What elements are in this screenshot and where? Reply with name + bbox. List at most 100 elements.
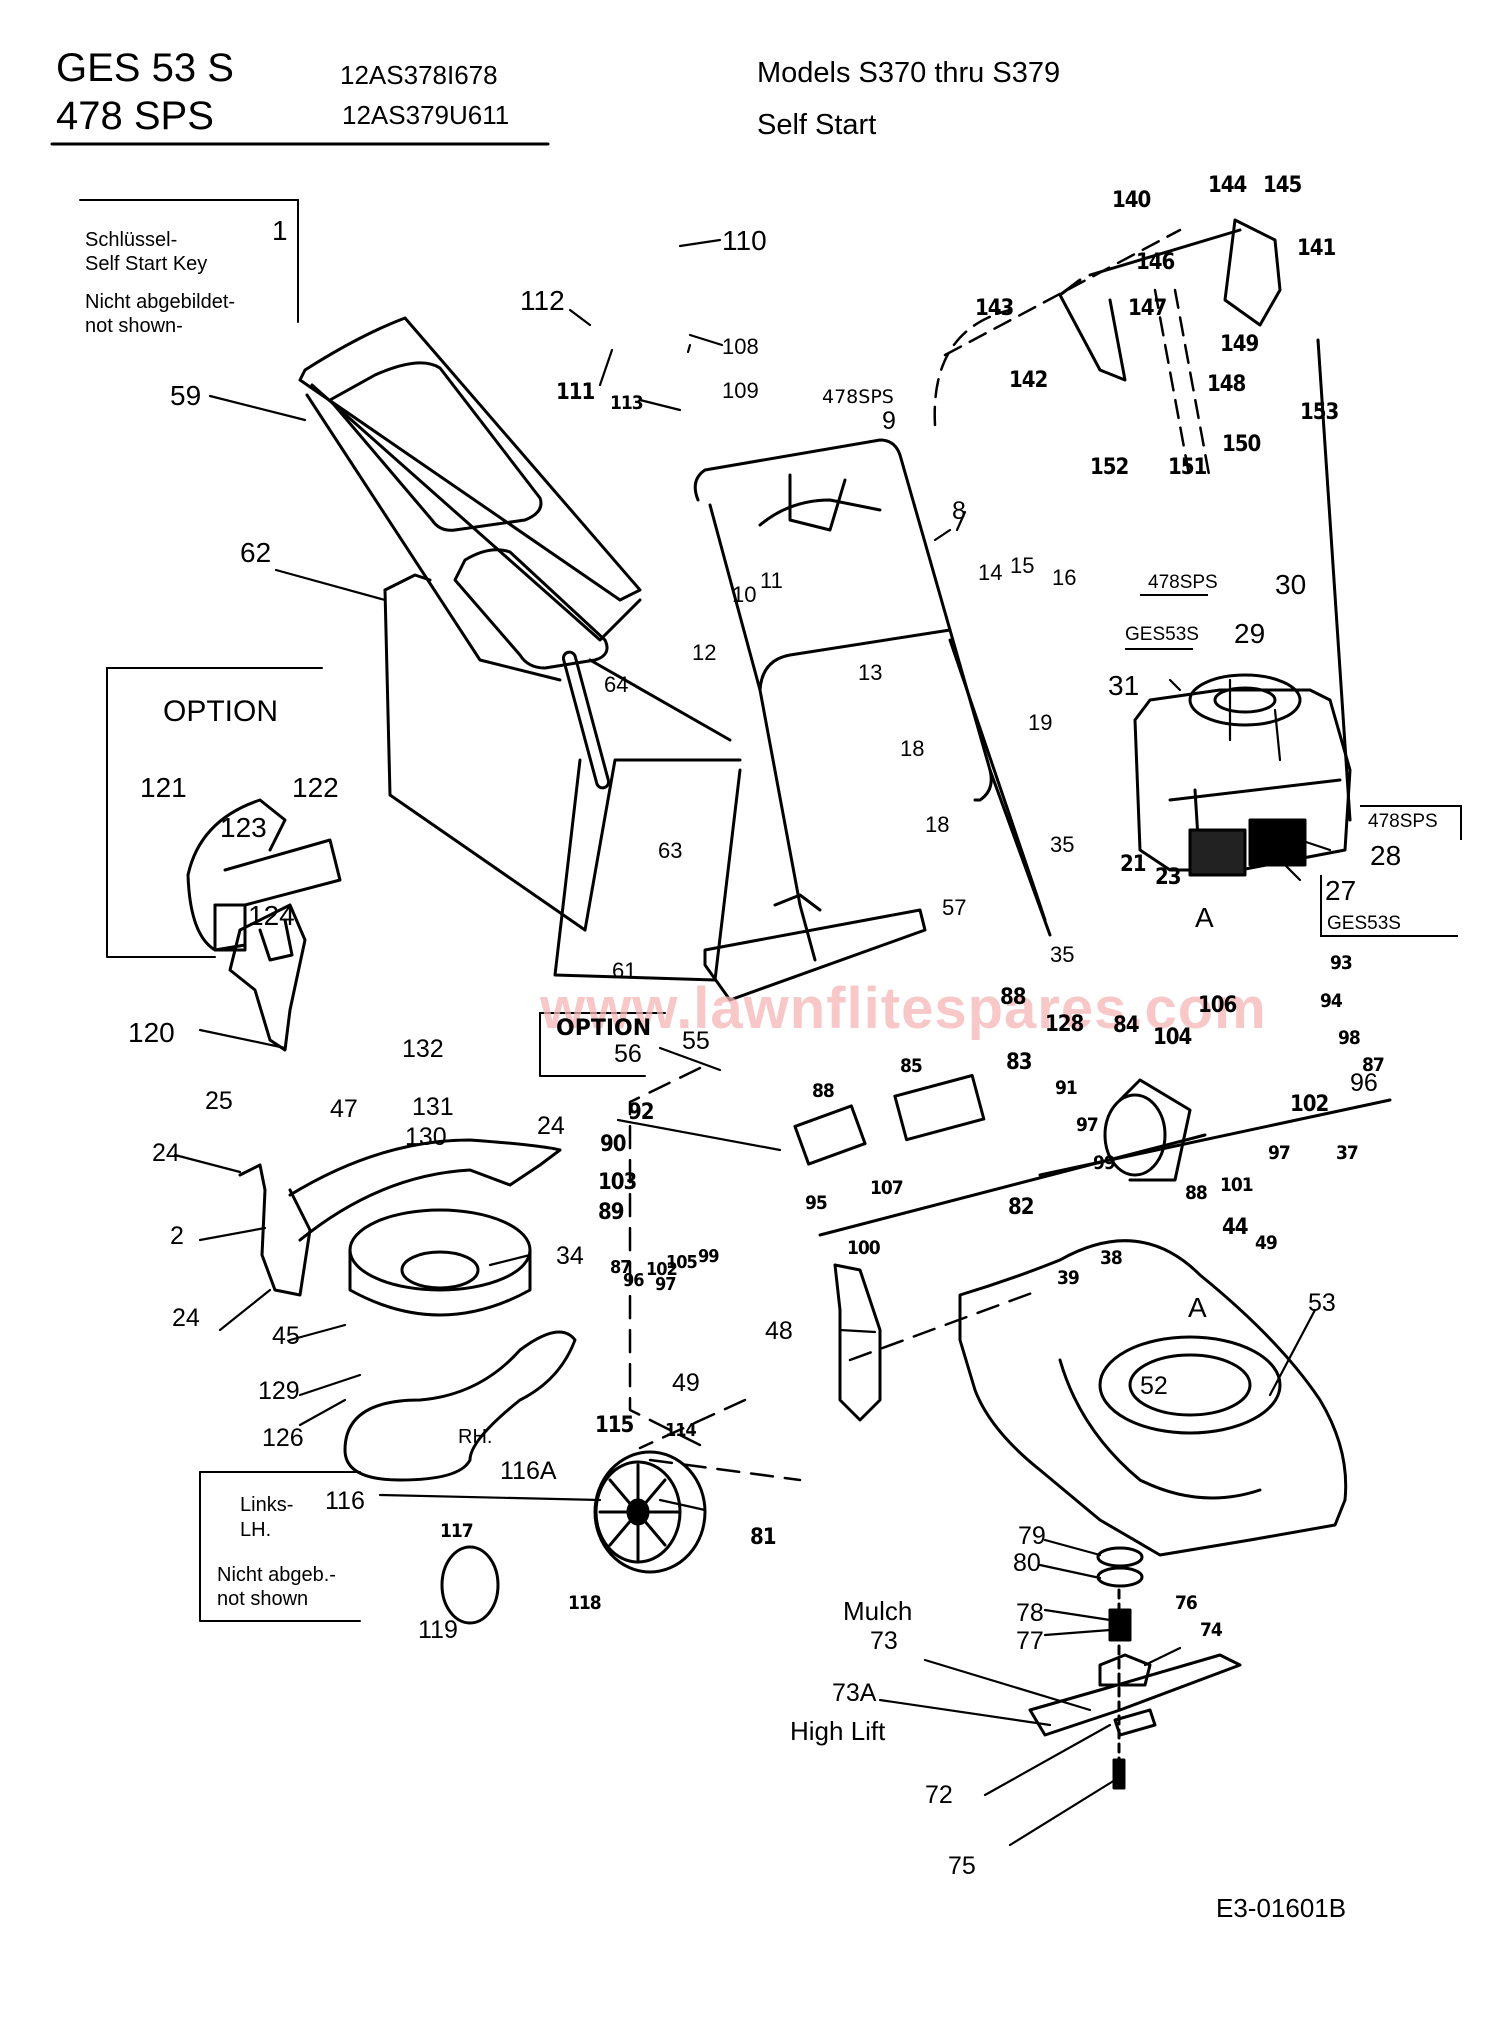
callout-140: 140 (1112, 188, 1151, 213)
callout-10: 10 (732, 582, 757, 607)
callout-150: 150 (1222, 432, 1261, 457)
callout-14: 14 (978, 560, 1003, 585)
callout-72: 72 (925, 1781, 953, 1809)
callout-128: 128 (1045, 1012, 1084, 1037)
key-note-line3: Nicht abgebildet- (85, 291, 236, 313)
variant-bracket-left (1320, 875, 1322, 937)
callout-28: 28 (1370, 840, 1402, 871)
callout-96b: 96 (623, 1270, 645, 1291)
callout-21: 21 (1120, 852, 1147, 877)
grass-bag-lid (298, 316, 642, 682)
callout-102b: 102 (646, 1259, 678, 1280)
callout-35a: 35 (1050, 832, 1075, 857)
option-label-center: OPTION (556, 1016, 652, 1041)
callout-1: 1 (272, 215, 288, 246)
drive-shaft (793, 1073, 1392, 1237)
callout-84: 84 (1113, 1013, 1140, 1038)
callout-63: 63 (658, 838, 683, 863)
variant-bracket-side (1460, 805, 1462, 840)
callout-94: 94 (1320, 990, 1343, 1012)
control-lever-142 (1058, 278, 1127, 382)
callout-73a: 73A (832, 1679, 877, 1707)
callout-132: 132 (402, 1035, 444, 1063)
callout-79: 79 (1018, 1522, 1046, 1550)
key-note-line1: Schlüssel- (85, 229, 178, 251)
callout-129: 129 (258, 1377, 300, 1405)
watermark: www.lawnflitespares.com (540, 976, 1267, 1041)
callout-142: 142 (1009, 368, 1048, 393)
models-range: Models S370 thru S379 (757, 57, 1061, 89)
callout-59: 59 (170, 380, 202, 411)
variant-bracket-top (1360, 805, 1460, 807)
variant-underline-1 (1140, 594, 1208, 596)
callout-99a: 99 (1093, 1152, 1116, 1174)
callout-15: 15 (1010, 553, 1035, 578)
mower-deck-53 (958, 1239, 1348, 1557)
option-box-center (539, 1012, 666, 1077)
callout-148: 148 (1207, 372, 1246, 397)
callout-57: 57 (942, 895, 967, 920)
callout-56: 56 (614, 1040, 642, 1068)
height-adjuster-48 (833, 1263, 882, 1422)
callout-99b: 99 (698, 1246, 720, 1267)
callout-97a: 97 (1268, 1142, 1291, 1164)
callout-81: 81 (750, 1525, 777, 1550)
callout-61: 61 (612, 958, 637, 983)
rear-shield-34 (348, 1208, 532, 1317)
part-number-2: 12AS379U611 (342, 100, 510, 130)
callout-114: 114 (665, 1420, 697, 1441)
grass-bag-body (383, 573, 742, 982)
wheel-note-line4: not shown (217, 1588, 309, 1610)
rear-wheel-81 (593, 1450, 707, 1574)
callout-16: 16 (1052, 565, 1077, 590)
option-box-left (106, 667, 323, 958)
callout-126: 126 (262, 1424, 304, 1452)
callout-95: 95 (805, 1192, 828, 1214)
callout-24a: 24 (152, 1139, 180, 1167)
callout-98: 98 (1338, 1027, 1361, 1049)
callout-152: 152 (1090, 455, 1129, 480)
side-discharge-121 (186, 798, 342, 952)
callout-62: 62 (240, 537, 272, 568)
callout-77: 77 (1016, 1627, 1044, 1655)
callout-101: 101 (1220, 1174, 1254, 1196)
callout-18a: 18 (900, 736, 925, 761)
callout-143: 143 (975, 296, 1014, 321)
blade-mulch-label: Mulch (843, 1596, 913, 1626)
callout-24c: 24 (172, 1304, 200, 1332)
callout-49b: 49 (672, 1369, 700, 1397)
ref-a-engine: A (1195, 902, 1214, 933)
callout-149: 149 (1220, 332, 1259, 357)
callout-92: 92 (628, 1100, 655, 1125)
variant-ges53s-right: GES53S (1327, 913, 1401, 934)
callout-12: 12 (692, 640, 717, 665)
callout-44: 44 (1222, 1215, 1249, 1240)
callout-124: 124 (248, 900, 295, 931)
callout-87b: 87 (610, 1257, 632, 1278)
wheel-note-line3: Nicht abgeb.- (217, 1564, 336, 1586)
callout-88c: 88 (1185, 1182, 1208, 1204)
callout-106: 106 (1198, 993, 1237, 1018)
callout-24b: 24 (537, 1112, 565, 1140)
hubcap-119 (440, 1545, 500, 1625)
callout-90: 90 (600, 1132, 627, 1157)
drawing-number: E3-01601B (1216, 1893, 1347, 1923)
callout-11: 11 (760, 568, 783, 593)
model-name-2: 478 SPS (56, 94, 214, 138)
callout-2: 2 (170, 1222, 184, 1250)
subtitle: Self Start (757, 109, 877, 141)
callout-9: 9 (882, 407, 896, 435)
callout-38: 38 (1100, 1247, 1123, 1269)
callout-45: 45 (272, 1322, 300, 1350)
variant-478sps-right: 478SPS (1368, 811, 1438, 832)
callout-73: 73 (870, 1627, 898, 1655)
mulch-plug-120 (228, 903, 307, 1052)
callout-76: 76 (1175, 1592, 1198, 1614)
callout-151: 151 (1168, 455, 1207, 480)
callout-82: 82 (1008, 1195, 1035, 1220)
callout-105: 105 (666, 1252, 698, 1273)
callout-37: 37 (1336, 1142, 1359, 1164)
callout-123: 123 (220, 812, 267, 843)
key-box (79, 199, 299, 323)
upper-handle (693, 438, 993, 962)
